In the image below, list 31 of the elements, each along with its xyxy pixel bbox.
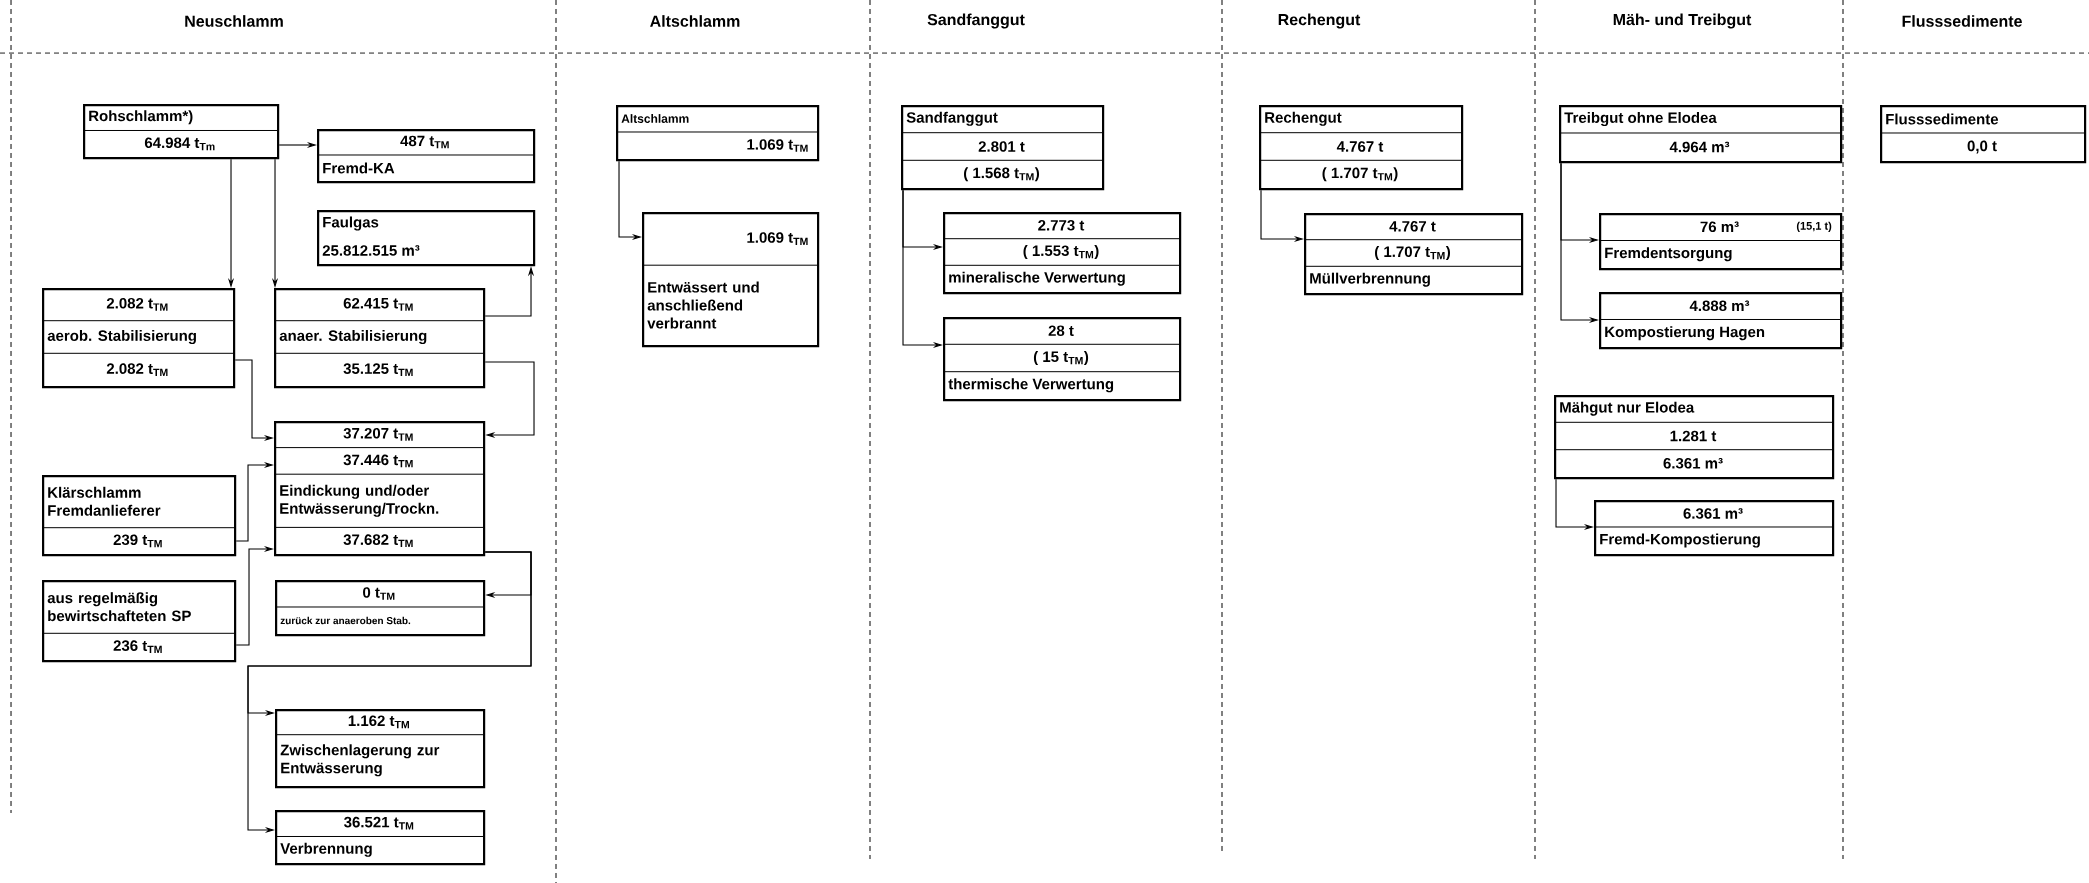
flow-box: 2.773 t ( 1.553 t$_{TM}$) mineralische Verwertung [942, 212, 1182, 295]
flow-box: 4.888 m³ Kompostierung Hagen [1598, 292, 1843, 350]
flow-box: 0 t$_{TM}$ zurück zur anaeroben Stab. [274, 580, 486, 637]
column-heading: Flusssedimente [1902, 15, 2022, 27]
flow-box: Altschlamm 1.069 t$_{TM}$ [615, 105, 820, 162]
flow-box: 1.162 t$_{TM}$ Zwischenlagerung zur Entwässerung [274, 709, 486, 789]
flow-box: 4.767 t ( 1.707 t$_{TM}$) Müllverbrennung [1303, 213, 1524, 296]
flow-box: 2.082 t$_{TM}$ aerob. Stabilisierung 2.082 t$_{TM}$ [41, 288, 236, 389]
column-heading: Mäh- und Treibgut [1613, 13, 1752, 29]
flow-box: Klärschlamm Fremdanlieferer 239 t$_{TM}$ [41, 475, 237, 557]
flow-box: Sandfanggut 2.801 t ( 1.568 t$_{TM}$) [900, 105, 1105, 191]
flow-box: aus regelmäßig bewirtschafteten SP 236 t$_{TM}$ [41, 580, 237, 663]
flow-box: 36.521 t$_{TM}$ Verbrennung [274, 810, 486, 866]
flow-box: 487 t$_{TM}$ Fremd-KA [316, 129, 536, 184]
flow-box: 6.361 m³ Fremd-Kompostierung [1593, 500, 1835, 557]
flow-box: Faulgas 25.812.515 m³ [317, 210, 536, 267]
flow-box: Rohschlamm*) 64.984 t$_{Tm}$ [82, 104, 280, 160]
flow-box: 37.207 t$_{TM}$ 37.446 t$_{TM}$ Eindickung und/oder Entwässerung/Trockn. 37.682 t$_{TM}$ [273, 421, 486, 557]
flow-box: 1.069 t$_{TM}$ Entwässert und anschließend verbrannt [641, 212, 820, 348]
flow-box: Flusssedimente 0,0 t [1879, 105, 2087, 164]
column-heading: Rechengut [1278, 13, 1361, 29]
flow-box: Rechengut 4.767 t ( 1.707 t$_{TM}$) [1258, 105, 1464, 191]
column-heading: Altschlamm [650, 15, 740, 27]
column-heading: Neuschlamm [185, 15, 283, 27]
flow-box: 62.415 t$_{TM}$ anaer. Stabilisierung 35.125 t$_{TM}$ [273, 288, 486, 389]
flow-box: Mähgut nur Elodea 1.281 t 6.361 m³ [1553, 395, 1835, 480]
flow-box: 76 m³ (15,1 t) Fremdentsorgung [1598, 213, 1843, 271]
flow-box: Treibgut ohne Elodea 4.964 m³ [1558, 105, 1843, 164]
arrow [484, 361, 535, 439]
column-heading: Sandfanggut [927, 13, 1025, 29]
flow-box: 28 t ( 15 t$_{TM}$) thermische Verwertung [942, 317, 1182, 402]
